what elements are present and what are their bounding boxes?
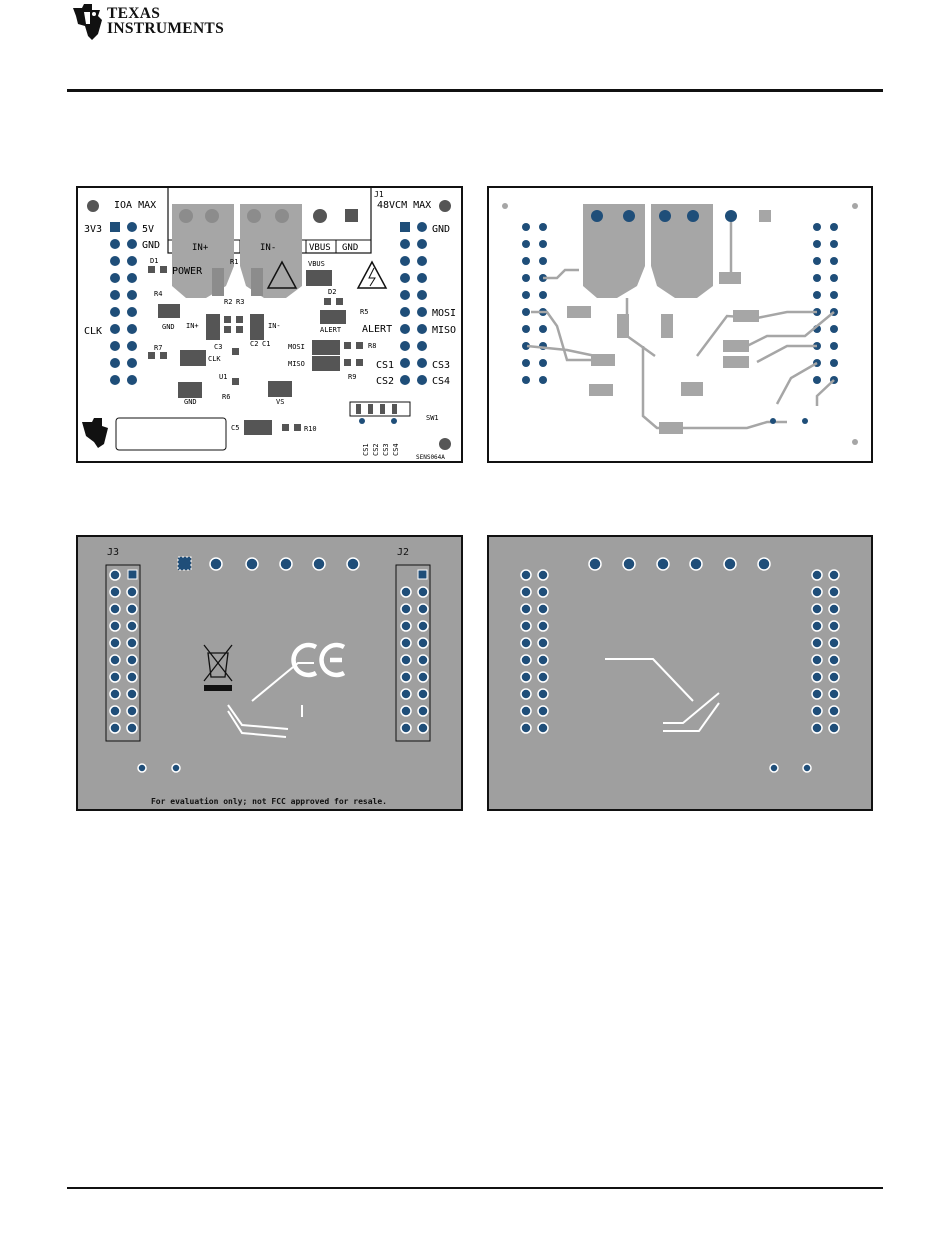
- pad-label-in-minus: IN-: [268, 322, 281, 330]
- label-cs3: CS3: [432, 360, 450, 371]
- label-in-minus-terminal: IN-: [260, 243, 276, 253]
- label-gnd-terminal: GND: [342, 243, 358, 253]
- label-cs4: CS4: [432, 376, 450, 387]
- refdes-sw1: SW1: [426, 414, 439, 422]
- pad-label-miso-small: MISO: [288, 360, 305, 368]
- switch-label-cs3: CS3: [382, 443, 390, 456]
- brand-line-1: TEXAS: [107, 6, 224, 21]
- top-silkscreen-panel: IOA MAX J1 48VCM MAX IN+ IN- VBUS GND 3V…: [76, 186, 463, 463]
- label-clk-left: CLK: [84, 326, 102, 337]
- switch-label-cs4: CS4: [392, 443, 400, 456]
- brand-line-2: INSTRUMENTS: [107, 21, 224, 36]
- label-mosi-right: MOSI: [432, 308, 456, 319]
- pad-label-gnd-bottom: GND: [184, 398, 197, 406]
- pad-label-alert-small: ALERT: [320, 326, 342, 334]
- refdes-d2: D2: [328, 288, 336, 296]
- label-in-plus-terminal: IN+: [192, 243, 209, 253]
- brand-wordmark: TEXAS INSTRUMENTS: [107, 6, 224, 36]
- label-3v3: 3V3: [84, 224, 102, 235]
- label-ioa-max: IOA MAX: [114, 200, 156, 211]
- label-j1: J1: [374, 190, 384, 199]
- label-gnd-right: GND: [432, 224, 450, 235]
- refdes-r3: R3: [236, 298, 244, 306]
- refdes-c2: C2: [250, 340, 258, 348]
- connector-label-j2: J2: [397, 547, 409, 558]
- label-miso-right: MISO: [432, 325, 456, 336]
- pad-label-in-plus: IN+: [186, 322, 199, 330]
- refdes-r9: R9: [348, 373, 356, 381]
- top-copper-panel: [487, 186, 873, 463]
- label-48vcm-max: 48VCM MAX: [377, 200, 431, 211]
- refdes-r2: R2: [224, 298, 232, 306]
- header-rule: [67, 89, 883, 92]
- refdes-d1: D1: [150, 257, 158, 265]
- refdes-r5: R5: [360, 308, 368, 316]
- refdes-r7: R7: [154, 344, 162, 352]
- pad-label-cs2: CS2: [376, 376, 394, 387]
- refdes-c3: C3: [214, 343, 222, 351]
- pad-label-vs: VS: [276, 398, 284, 406]
- board-id: SENS064A: [416, 454, 445, 461]
- pad-label-gnd-r4: GND: [162, 323, 175, 331]
- bottom-silkscreen-panel: J3 J2 CE For evaluation only; not FCC ap…: [76, 535, 463, 811]
- refdes-r1: R1: [230, 258, 238, 266]
- pad-label-cs1: CS1: [376, 360, 394, 371]
- pad-label-vbus: VBUS: [308, 260, 325, 268]
- refdes-c5: C5: [231, 424, 239, 432]
- refdes-r6: R6: [222, 393, 230, 401]
- label-gnd-left: GND: [142, 240, 160, 251]
- bottom-copper-panel: [487, 535, 873, 811]
- pad-label-mosi-small: MOSI: [288, 343, 305, 351]
- switch-label-cs2: CS2: [372, 443, 380, 456]
- label-5v: 5V: [142, 224, 154, 235]
- label-vbus-terminal: VBUS: [309, 243, 331, 253]
- refdes-u1: U1: [219, 373, 227, 381]
- pad-label-clk: CLK: [208, 355, 221, 363]
- switch-label-cs1: CS1: [362, 443, 370, 456]
- fcc-disclaimer: For evaluation only; not FCC approved fo…: [151, 796, 387, 806]
- pad-label-alert: ALERT: [362, 324, 392, 335]
- connector-label-j3: J3: [107, 547, 119, 558]
- footer-rule: [67, 1187, 883, 1189]
- refdes-r4: R4: [154, 290, 162, 298]
- label-power: POWER: [172, 266, 203, 277]
- refdes-c1: C1: [262, 340, 270, 348]
- refdes-r8: R8: [368, 342, 376, 350]
- refdes-r10: R10: [304, 425, 317, 433]
